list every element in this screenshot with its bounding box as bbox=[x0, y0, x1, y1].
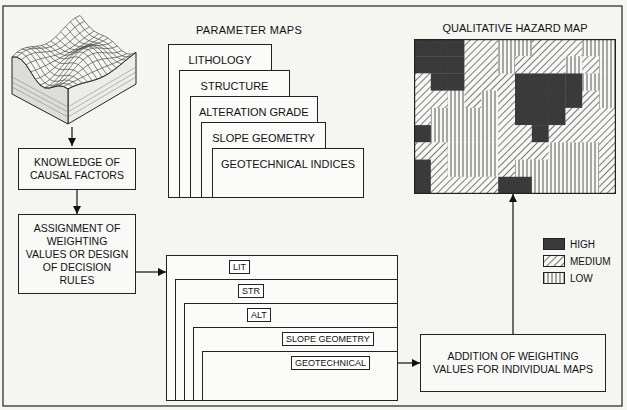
sheet-title: STRUCTURE bbox=[201, 80, 269, 92]
flow-arrow bbox=[512, 194, 513, 334]
sheet-tab: LIT bbox=[229, 260, 250, 274]
weighted-sheet: GEOTECHNICAL bbox=[202, 351, 398, 401]
flow-arrow bbox=[398, 362, 420, 363]
box-text: ASSIGNMENT OF WEIGHTING VALUES OR DESIGN… bbox=[25, 222, 129, 287]
legend-text: HIGH bbox=[570, 239, 595, 250]
sheet-title: SLOPE GEOMETRY bbox=[212, 132, 315, 144]
legend-text: LOW bbox=[570, 273, 593, 284]
sheet-title: LITHOLOGY bbox=[189, 54, 252, 66]
process-box: KNOWLEDGE OF CAUSAL FACTORS bbox=[18, 148, 136, 190]
process-box: ASSIGNMENT OF WEIGHTING VALUES OR DESIGN… bbox=[18, 214, 136, 294]
sheet-tab: SLOPE GEOMETRY bbox=[282, 332, 374, 346]
legend-row: MEDIUM bbox=[543, 255, 611, 267]
flow-arrow bbox=[76, 190, 77, 214]
box-text: ADDITION OF WEIGHTING VALUES FOR INDIVID… bbox=[427, 350, 599, 376]
box-text: KNOWLEDGE OF CAUSAL FACTORS bbox=[25, 156, 129, 182]
sheet-tab: ALT bbox=[247, 308, 271, 322]
terrain-block bbox=[12, 15, 136, 124]
legend-row: LOW bbox=[543, 272, 593, 284]
sheet-title: ALTERATION GRADE bbox=[199, 106, 309, 118]
sheet-tab: GEOTECHNICAL bbox=[291, 356, 370, 370]
flow-arrow bbox=[136, 271, 166, 272]
legend-text: MEDIUM bbox=[570, 256, 611, 267]
diagram-frame bbox=[3, 6, 622, 406]
hazard-map: QUALITATIVE HAZARD MAP bbox=[414, 22, 616, 194]
parameter-sheet: GEOTECHNICAL INDICES bbox=[212, 148, 364, 198]
stack-heading: PARAMETER MAPS bbox=[196, 24, 302, 36]
process-box: ADDITION OF WEIGHTING VALUES FOR INDIVID… bbox=[420, 334, 606, 392]
legend-swatch bbox=[543, 272, 565, 284]
sheet-tab: STR bbox=[238, 284, 264, 298]
map-mosaic bbox=[414, 39, 616, 194]
map-title: QUALITATIVE HAZARD MAP bbox=[414, 22, 616, 34]
legend-swatch bbox=[543, 255, 565, 267]
legend-swatch bbox=[543, 238, 565, 250]
sheet-title: GEOTECHNICAL INDICES bbox=[221, 158, 355, 170]
legend-row: HIGH bbox=[543, 238, 595, 250]
terrain-arrow bbox=[71, 127, 72, 146]
